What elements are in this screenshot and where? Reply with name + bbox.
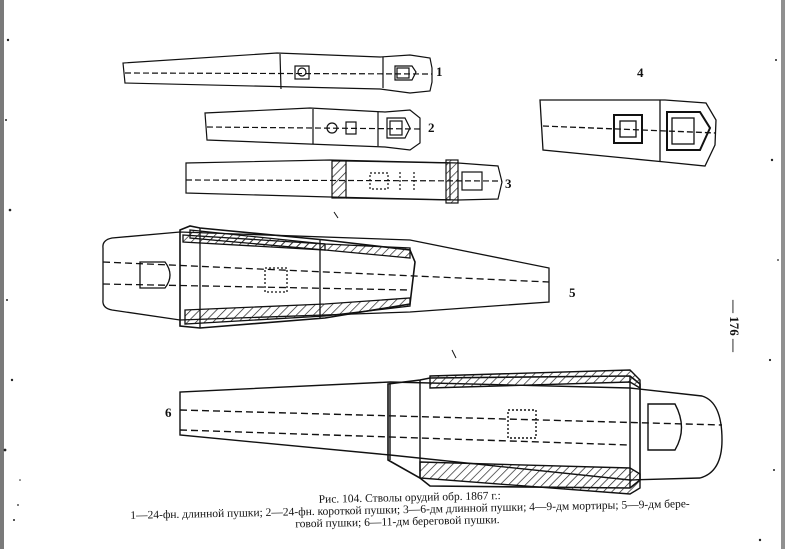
label-gun-5: 5 bbox=[569, 285, 576, 300]
page-number: — 176 — bbox=[727, 300, 742, 352]
label-gun-6: 6 bbox=[165, 405, 172, 420]
scan-noise-left bbox=[0, 0, 21, 549]
gun-4-drawing bbox=[539, 99, 717, 167]
gun-2-drawing bbox=[204, 107, 421, 151]
label-gun-4: 4 bbox=[637, 65, 644, 80]
gun-6-drawing bbox=[179, 369, 723, 495]
gun-3-drawing bbox=[185, 159, 503, 204]
reference-marks bbox=[333, 211, 457, 359]
gun-1-drawing bbox=[122, 52, 433, 94]
label-gun-1: 1 bbox=[436, 64, 443, 79]
label-gun-3: 3 bbox=[505, 176, 512, 191]
label-gun-2: 2 bbox=[428, 120, 435, 135]
scan-noise-right bbox=[758, 0, 785, 549]
gun-5-drawing bbox=[102, 225, 550, 329]
